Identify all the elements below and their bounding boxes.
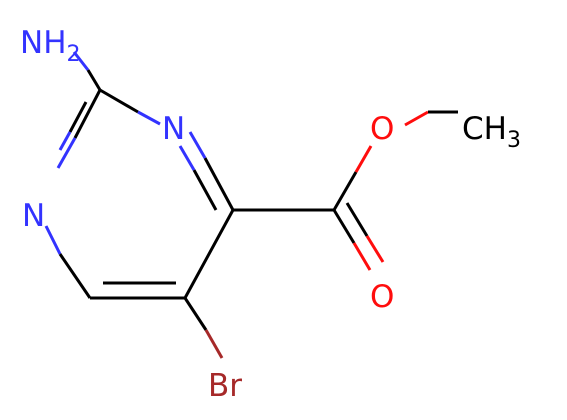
bond-c5-br-br bbox=[204, 329, 224, 359]
bond-nh2-c2-c bbox=[86, 69, 102, 91]
atom-methyl-subscript: 3 bbox=[507, 128, 521, 153]
bond-layer bbox=[44, 51, 458, 359]
bond-c2-n3-n bbox=[137, 110, 161, 126]
bond-c2-n1-b-n bbox=[58, 131, 72, 151]
bond-c5-c4 bbox=[183, 209, 235, 299]
atom-amino: NH2 bbox=[20, 25, 81, 67]
bond-cc-ocarbonyl-a-o bbox=[352, 242, 372, 271]
atom-n3: N bbox=[162, 111, 185, 147]
atom-methyl-symbol: CH bbox=[462, 111, 507, 147]
bond-c2-n3-c bbox=[99, 88, 139, 114]
atom-amino-subscript: 2 bbox=[67, 42, 81, 67]
bond-cc-oester-c bbox=[332, 171, 358, 211]
atom-label-layer: NH2 N N O CH3 O Br bbox=[20, 25, 521, 404]
bond-c5-br-c bbox=[183, 297, 208, 331]
bond-n1-c6-n bbox=[44, 225, 62, 255]
bond-nh2-c2-n bbox=[72, 51, 90, 71]
bond-c2-n1-b-c bbox=[68, 101, 88, 133]
bond-cc-ocarbonyl-a-c bbox=[332, 209, 356, 244]
bond-oester-ch3-o bbox=[404, 110, 429, 127]
bond-c2-n1-a-c bbox=[73, 89, 102, 139]
atom-bromine: Br bbox=[208, 368, 242, 404]
bond-cc-ocarbonyl-b-o bbox=[365, 235, 385, 263]
bond-cc-ocarbonyl-b-c bbox=[345, 202, 369, 237]
bond-cc-oester-o bbox=[354, 145, 373, 173]
bond-c4-n3-a-n bbox=[188, 131, 207, 159]
bond-c2-n1-a-n bbox=[56, 137, 77, 169]
bond-c4-n3-b-n bbox=[178, 145, 196, 171]
atom-carbonyl-oxygen: O bbox=[370, 279, 394, 315]
atom-ester-oxygen: O bbox=[370, 111, 394, 147]
bond-c4-n3-a-c bbox=[203, 157, 235, 211]
bond-c4-n3-b-c bbox=[192, 169, 218, 211]
atom-methyl: CH3 bbox=[462, 111, 521, 153]
atom-n1: N bbox=[22, 198, 45, 234]
bond-n1-c6-c bbox=[58, 253, 92, 299]
atom-amino-symbol: NH bbox=[20, 25, 67, 61]
